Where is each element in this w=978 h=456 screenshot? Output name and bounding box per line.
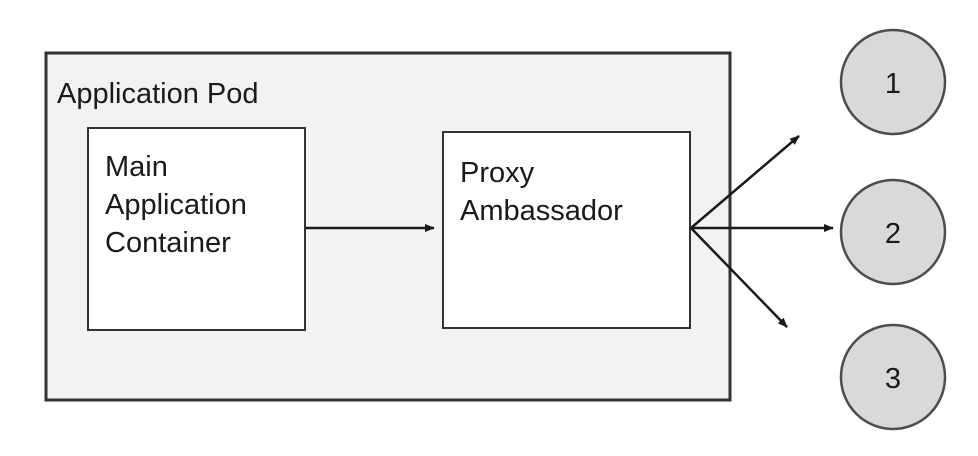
proxy-ambassador-line-1: Proxy (460, 157, 535, 189)
endpoint-1-circle (839, 28, 947, 136)
proxy-to-endpoint-1-arrow (690, 135, 800, 229)
proxy-ambassador-line-2: Ambassador (460, 195, 623, 227)
main-container-line-1: Main (105, 151, 168, 183)
proxy-to-endpoint-3-arrow (690, 227, 788, 328)
endpoint-1-label: 1 (885, 68, 901, 100)
endpoint-2-label: 2 (885, 218, 901, 250)
endpoint-2-circle (839, 178, 947, 286)
endpoint-3-circle (839, 323, 947, 431)
main-container-line-2: Application (105, 189, 247, 221)
application-pod-label: Application Pod (57, 78, 259, 110)
main-container-line-3: Container (105, 227, 231, 259)
proxy-ambassador-box (442, 131, 691, 329)
main-application-container-box (87, 127, 306, 331)
endpoint-3-label: 3 (885, 363, 901, 395)
